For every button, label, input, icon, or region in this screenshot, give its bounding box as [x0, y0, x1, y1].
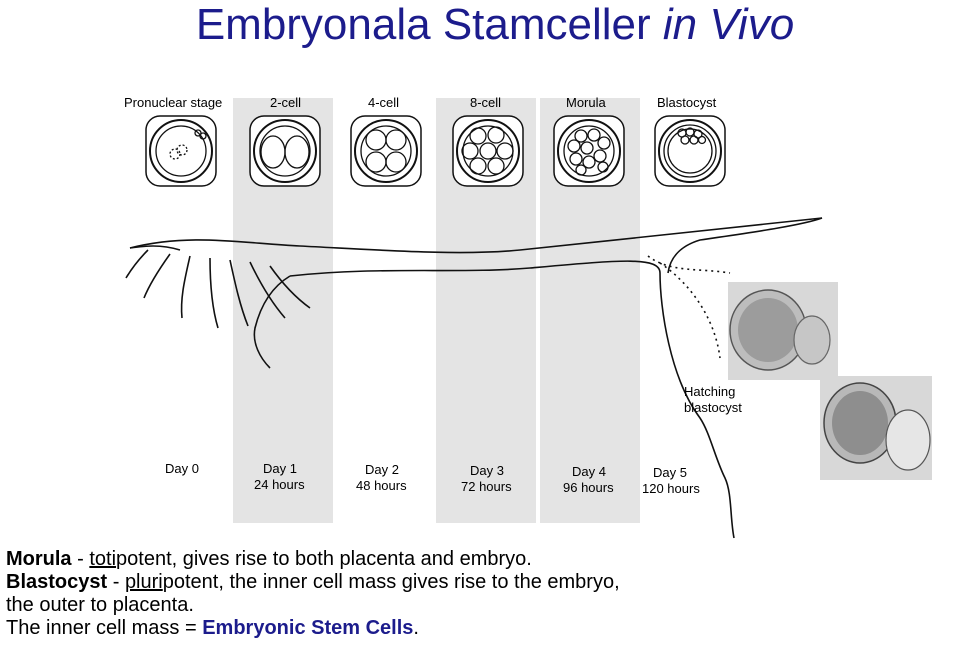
caption-line-placenta: the outer to placenta. — [6, 594, 194, 616]
morula-embryo — [553, 115, 625, 187]
caption-line-blastocyst: Blastocyst - pluripotent, the inner cell… — [6, 571, 620, 593]
hours-label: 120 hours — [642, 481, 700, 496]
day-label: Day 3 — [470, 463, 504, 478]
day-label: Day 5 — [653, 465, 687, 480]
blastocyst-embryo — [654, 115, 726, 187]
migration-dotted-path — [647, 255, 731, 359]
day-label: Day 0 — [165, 461, 199, 476]
stage-labels: Pronuclear stage 2-cell 4-cell 8-cell Mo… — [124, 95, 717, 110]
totipotent-prefix: toti — [89, 548, 117, 570]
oviduct-drawing — [125, 217, 823, 539]
embryo-drawings — [145, 115, 726, 187]
embryo-development-diagram: Pronuclear stage 2-cell 4-cell 8-cell Mo… — [100, 78, 960, 548]
stage-label: Blastocyst — [657, 95, 717, 110]
hours-label: 96 hours — [563, 480, 614, 495]
caption-line-stem-cells: The inner cell mass = Embryonic Stem Cel… — [6, 617, 419, 639]
hours-label: 24 hours — [254, 477, 305, 492]
day-label: Day 1 — [263, 461, 297, 476]
hours-label: 72 hours — [461, 479, 512, 494]
caption-line-morula: Morula - totipotent, gives rise to both … — [6, 548, 532, 570]
term-blastocyst: Blastocyst — [6, 571, 108, 593]
day-label: Day 2 — [365, 462, 399, 477]
pluripotent-prefix: pluri — [124, 571, 163, 593]
caption-text: Morula - totipotent, gives rise to both … — [6, 548, 956, 640]
four-cell-embryo — [350, 115, 422, 187]
hatching-photos — [728, 282, 932, 480]
slide-title: Embryonala Stamceller in Vivo — [0, 0, 960, 50]
hatching-label-line2: blastocyst — [684, 400, 742, 415]
hatching-label-line1: Hatching — [684, 384, 735, 399]
two-cell-embryo — [249, 115, 321, 187]
embryonic-stem-cells: Embryonic Stem Cells — [202, 617, 414, 639]
stage-label: 4-cell — [368, 95, 399, 110]
stage-label: 8-cell — [470, 95, 501, 110]
stage-label: Pronuclear stage — [124, 95, 222, 110]
day-labels: Day 0 Day 1 24 hours Day 2 48 hours Day … — [165, 461, 700, 496]
title-main: Embryonala Stamceller — [195, 0, 651, 49]
term-morula: Morula — [6, 548, 72, 570]
stage-label: 2-cell — [270, 95, 301, 110]
eight-cell-embryo — [452, 115, 524, 187]
hours-label: 48 hours — [356, 478, 407, 493]
diagram-svg: Pronuclear stage 2-cell 4-cell 8-cell Mo… — [124, 95, 932, 539]
pronuclear-embryo — [145, 115, 217, 187]
title-italic: in Vivo — [662, 0, 795, 49]
stage-label: Morula — [566, 95, 607, 110]
day-label: Day 4 — [572, 464, 606, 479]
